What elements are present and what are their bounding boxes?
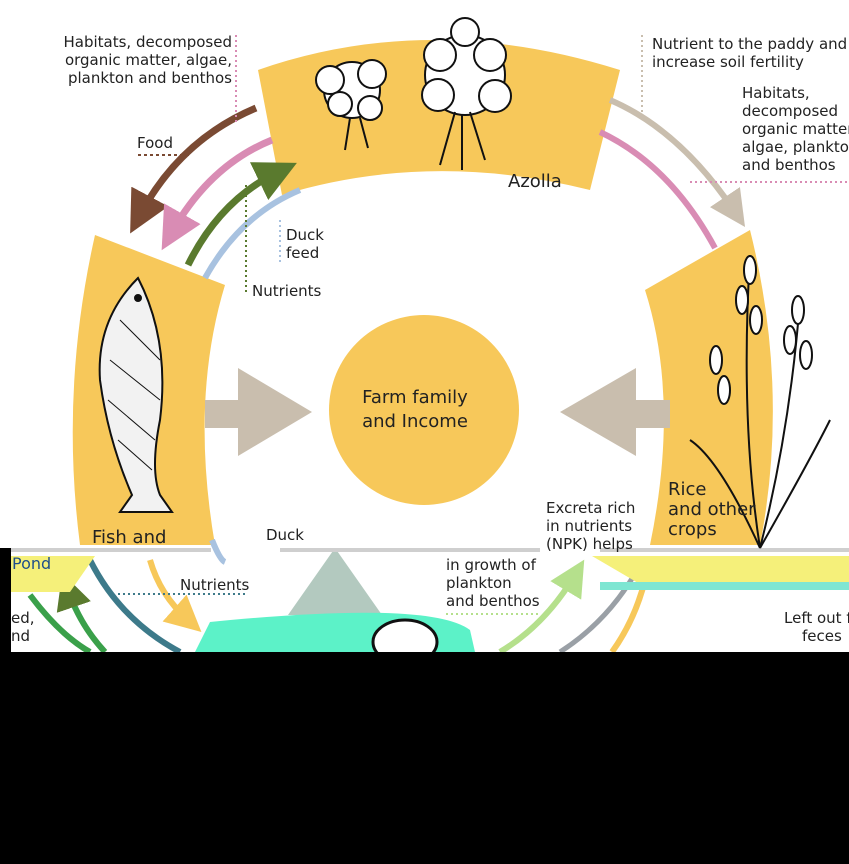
label-leftout-1: Left out f	[784, 609, 849, 627]
label-duck-feed-low: Duck	[266, 526, 304, 544]
label-left-frag-2: nd	[11, 627, 30, 645]
center-label-line2: and Income	[340, 410, 490, 434]
pond-right-water	[600, 582, 849, 590]
label-duck-feed-1: Duck	[286, 226, 324, 244]
center-label-line1: Farm family	[340, 386, 490, 410]
label-habitats-right-1: Habitats,	[742, 84, 810, 102]
label-leftout-2: feces	[802, 627, 842, 645]
rice-title-line1: Rice	[668, 480, 706, 500]
rice-title-line2: and other	[668, 500, 756, 520]
label-habitats-right-5: and benthos	[742, 156, 836, 174]
label-nutrient-paddy-2: increase soil fertility	[652, 53, 804, 71]
label-excreta-2: in nutrients	[546, 517, 632, 535]
glitch-band-right	[600, 548, 849, 552]
pond-title: Pond	[12, 554, 51, 574]
arrow-fish-to-center	[205, 368, 312, 456]
label-habitats-left-1: Habitats, decomposed	[40, 33, 232, 51]
label-habitats-left-2: organic matter, algae,	[40, 51, 232, 69]
label-food: Food	[137, 134, 173, 152]
arrow-habitat-pink-right	[600, 132, 715, 248]
center-label: Farm family and Income	[340, 386, 490, 434]
label-left-frag-1: ed,	[11, 609, 35, 627]
black-occlusion-left	[0, 548, 11, 864]
azolla-title: Azolla	[508, 172, 562, 192]
fish-title: Fish and	[92, 528, 166, 548]
black-occlusion-bottom	[11, 652, 849, 864]
label-habitats-right-2: decomposed	[742, 102, 838, 120]
glitch-band-left	[11, 548, 211, 552]
label-excreta-5: plankton	[446, 574, 512, 592]
label-excreta-4: in growth of	[446, 556, 536, 574]
label-nutrients-low: Nutrients	[180, 576, 249, 594]
rice-title-line3: crops	[668, 520, 717, 540]
label-excreta-3: (NPK) helps	[546, 535, 633, 553]
label-habitats-right-3: organic matter,	[742, 120, 849, 138]
arc-teal-left	[90, 560, 180, 652]
label-habitats-right-4: algae, plankton	[742, 138, 849, 156]
label-excreta-6: and benthos	[446, 592, 540, 610]
arrow-nutrient-paddy	[610, 100, 735, 212]
arc-orange-right	[612, 580, 645, 652]
label-duck-feed-2: feed	[286, 244, 319, 262]
label-excreta-1: Excreta rich	[546, 499, 635, 517]
arrow-duck-feed-low-blue	[212, 540, 225, 562]
arrow-rice-to-center	[560, 368, 670, 456]
label-habitats-left-3: plankton and benthos	[40, 69, 232, 87]
glitch-band-mid	[280, 548, 540, 552]
label-nutrients-top: Nutrients	[252, 282, 321, 300]
label-nutrient-paddy-1: Nutrient to the paddy and	[652, 35, 847, 53]
